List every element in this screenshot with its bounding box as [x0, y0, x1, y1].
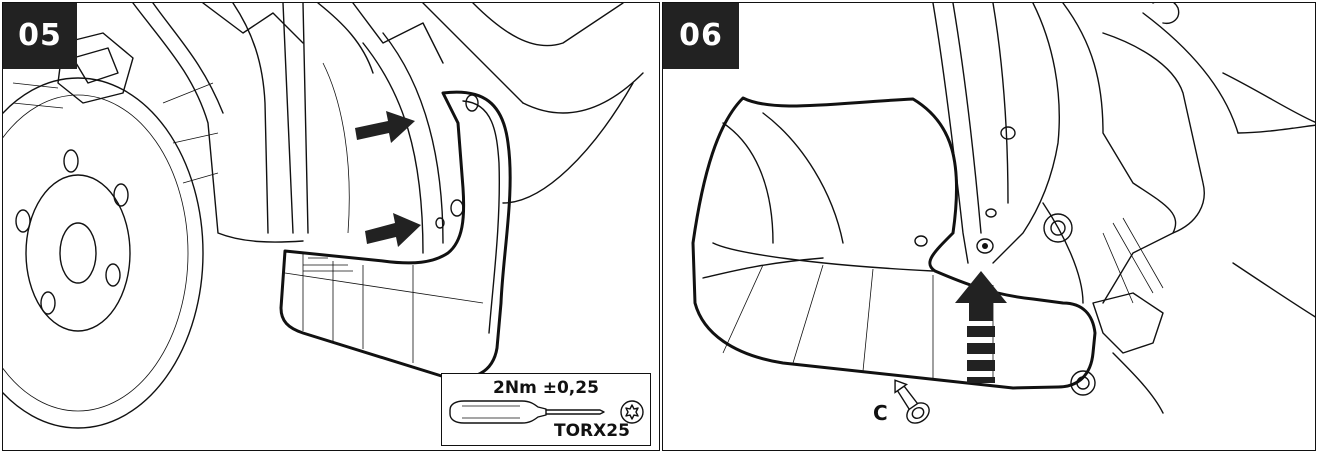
step-number-badge: 05 [3, 3, 77, 69]
step-number-badge: 06 [663, 3, 739, 69]
torque-callout: 2Nm ±0,25 TORX25 [441, 373, 651, 446]
brake-disc-drawing [3, 77, 204, 429]
assembly-arrow-icon [955, 271, 1007, 383]
mounting-holes [914, 126, 1016, 254]
step-05-panel: 05 [2, 2, 660, 451]
tool-label: TORX25 [554, 421, 630, 441]
mud-flap-drawing [691, 96, 1097, 390]
bracket-drawing [932, 3, 1315, 414]
torque-spec: 2Nm ±0,25 [493, 378, 599, 398]
part-label: C [873, 401, 888, 425]
step-06-panel: 06 [662, 2, 1316, 451]
wheel-arch-drawing [132, 3, 644, 254]
push-arrow-icon [355, 111, 421, 247]
step-05-illustration [3, 3, 644, 429]
screwdriver-icon [449, 400, 605, 424]
rivet-clip-icon [894, 379, 930, 424]
step-06-illustration [691, 3, 1315, 424]
torx-bit-icon [620, 400, 644, 424]
